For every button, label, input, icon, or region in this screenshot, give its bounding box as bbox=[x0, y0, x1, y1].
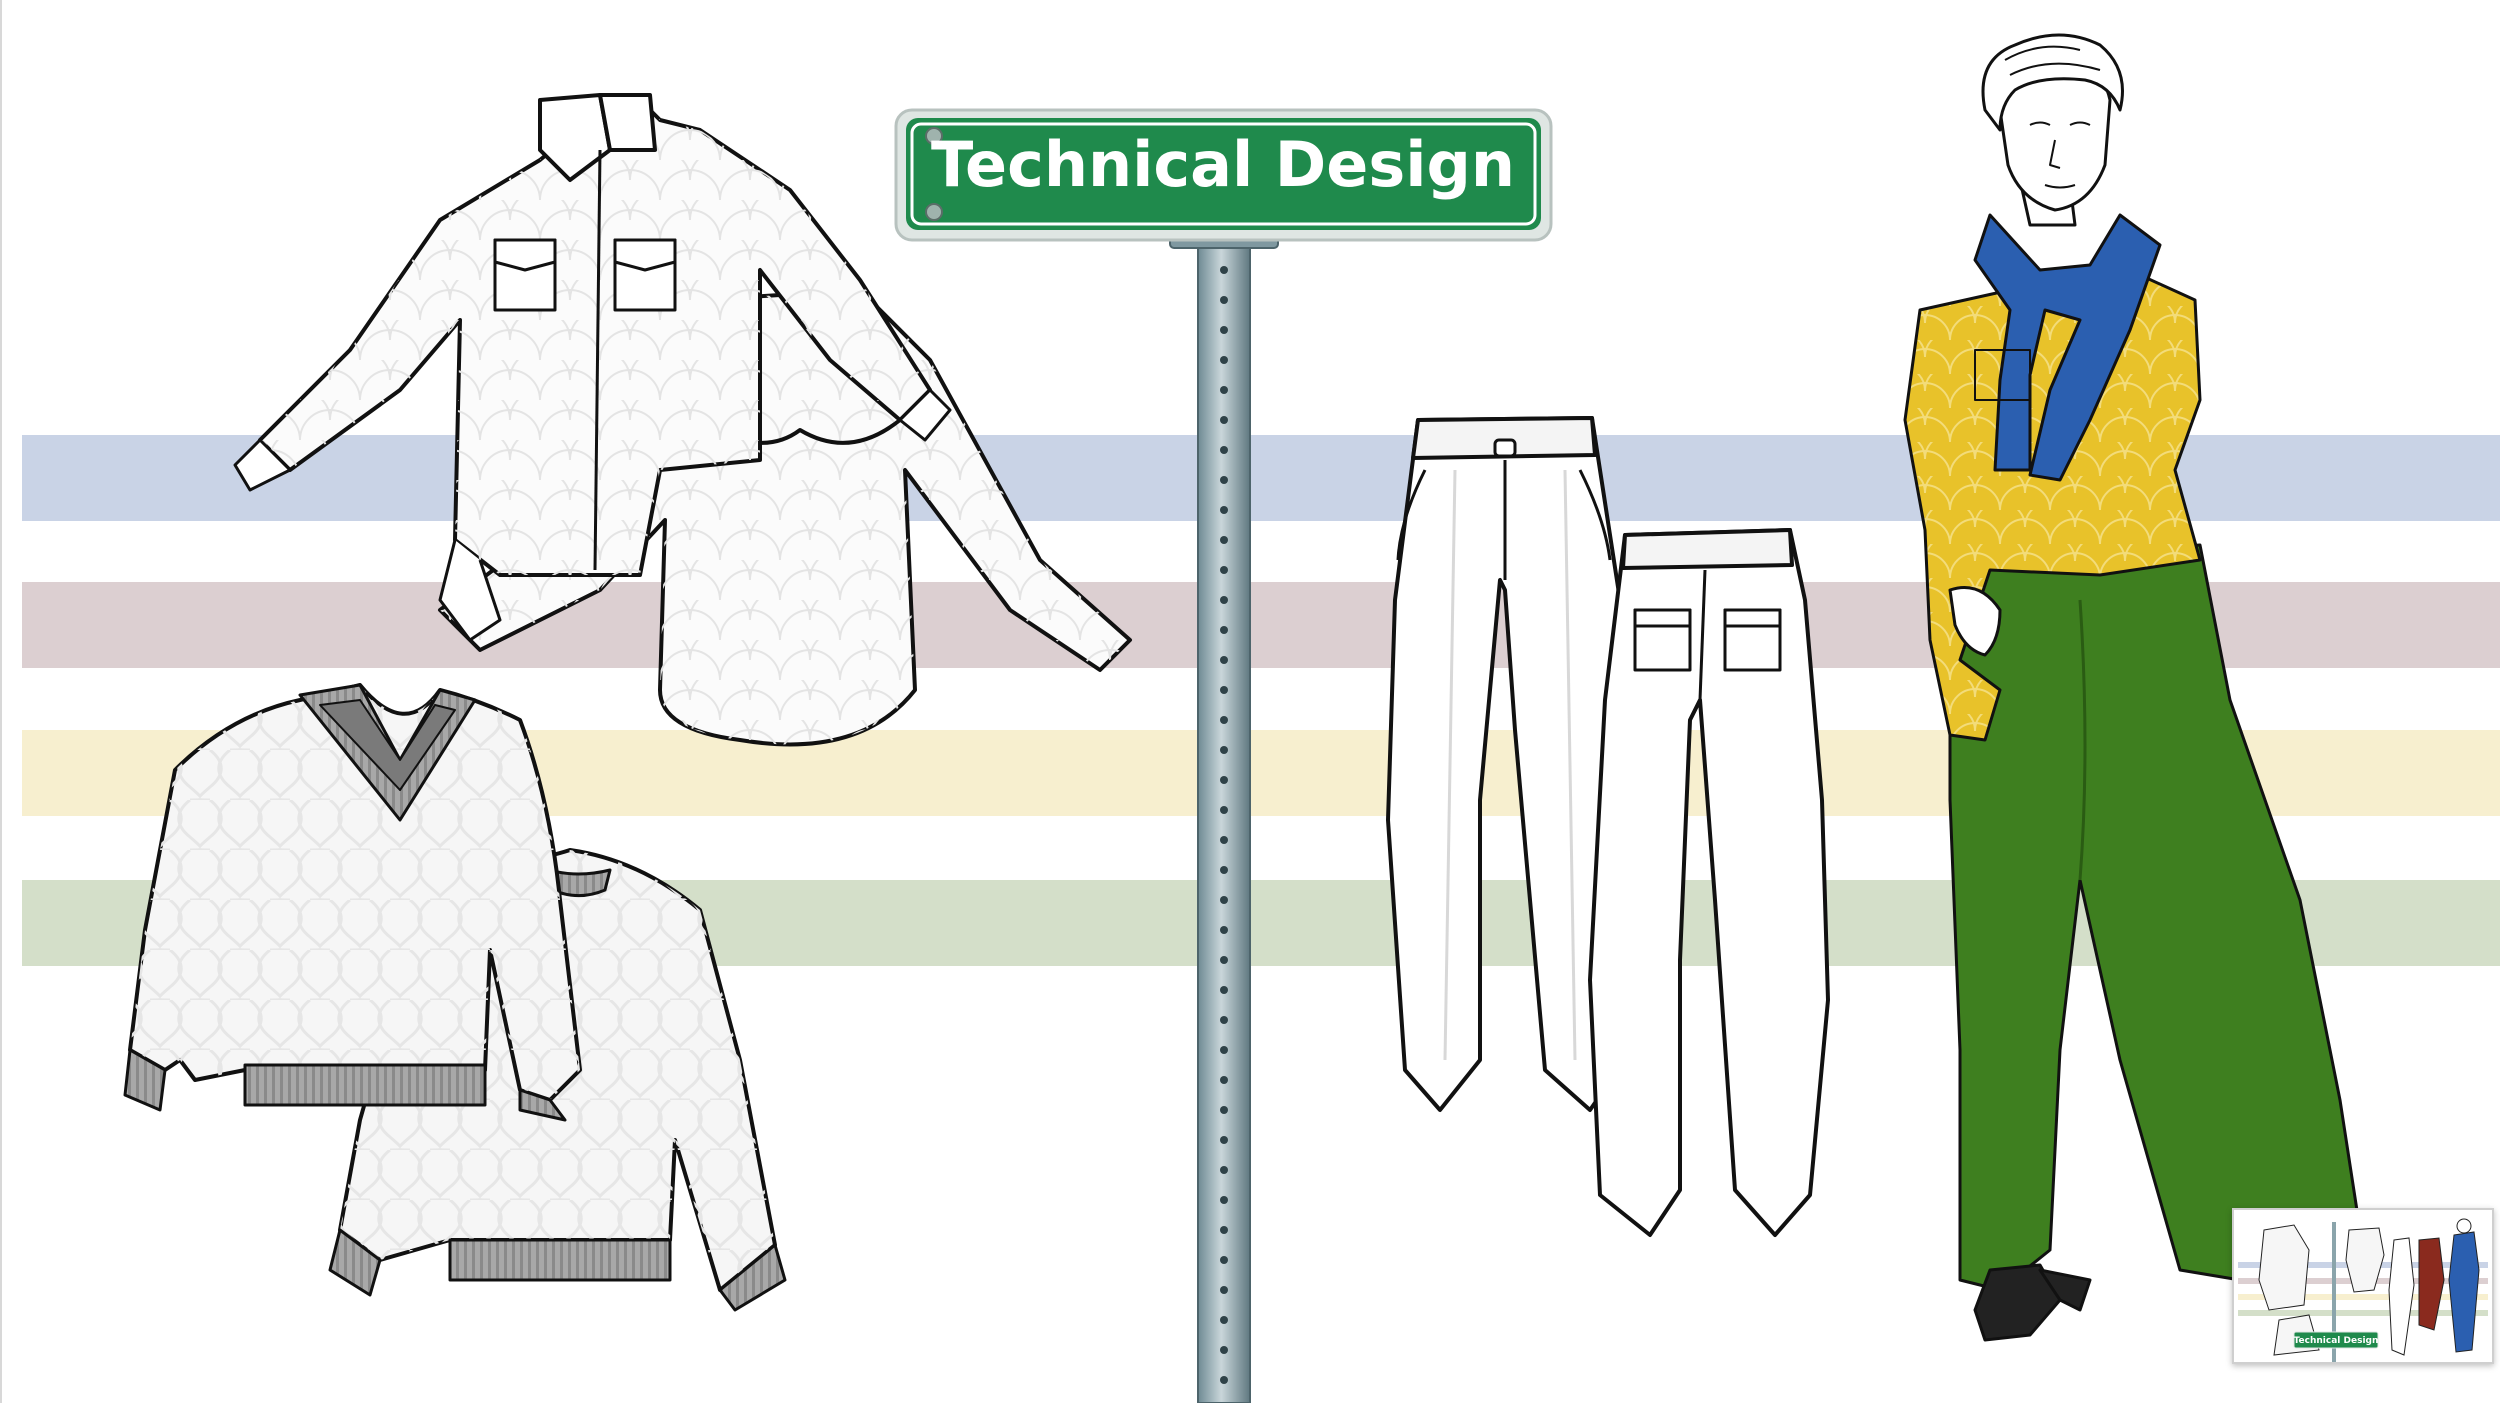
fashion-figure bbox=[1903, 33, 2362, 1342]
figure-trousers bbox=[1948, 543, 2362, 1292]
thumbnail-sign-label: Technical Design bbox=[2294, 1336, 2379, 1346]
figure-hair bbox=[1981, 33, 2124, 132]
sign-title: Technical Design bbox=[931, 128, 1515, 201]
street-sign: Technical Design bbox=[894, 108, 1553, 242]
slide-thumbnail[interactable]: Technical Design bbox=[2232, 1208, 2494, 1364]
trousers-back-sketch bbox=[1588, 528, 1830, 1237]
trousers-front-sketch bbox=[1386, 416, 1642, 1112]
figure-scarf bbox=[1973, 213, 2162, 482]
shirt-front-sketch bbox=[233, 93, 952, 642]
sweater-front-sketch bbox=[123, 683, 582, 1122]
thumbnail-preview: Technical Design bbox=[2234, 1210, 2492, 1362]
left-border bbox=[0, 0, 2, 1403]
street-pole bbox=[1169, 225, 1279, 1403]
figure-shoes bbox=[1973, 1263, 2062, 1342]
